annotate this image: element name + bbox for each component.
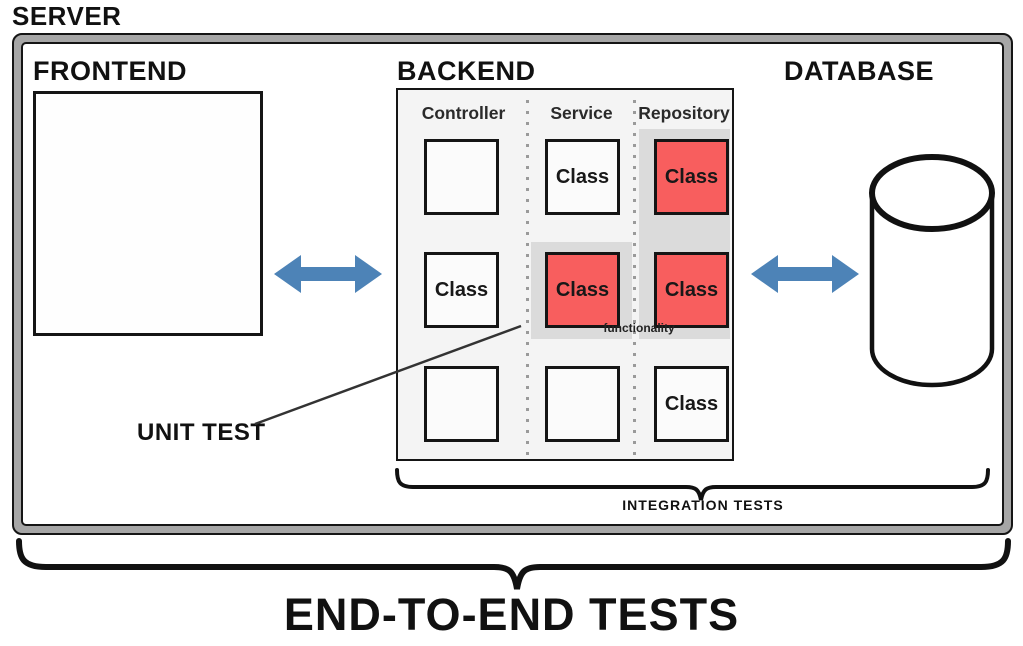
backend-title: BACKEND bbox=[397, 56, 536, 86]
class-box: Class bbox=[545, 252, 620, 328]
backend-panel: Controller Service Repository Class Clas… bbox=[396, 88, 734, 461]
integration-tests-label: INTEGRATION TESTS bbox=[622, 497, 784, 513]
end-to-end-tests-brace bbox=[16, 538, 1011, 590]
functionality-label: functionality bbox=[603, 321, 675, 335]
class-box: Class bbox=[654, 366, 729, 442]
class-box: Class bbox=[545, 139, 620, 215]
database-title: DATABASE bbox=[784, 56, 934, 86]
frontend-box bbox=[33, 91, 263, 336]
class-box: Class bbox=[654, 139, 729, 215]
server-title: SERVER bbox=[12, 1, 122, 31]
column-divider-dotted bbox=[633, 100, 636, 458]
end-to-end-tests-label: END-TO-END TESTS bbox=[283, 589, 740, 640]
frontend-title: FRONTEND bbox=[33, 56, 187, 86]
class-box bbox=[545, 366, 620, 442]
column-divider-dotted bbox=[526, 100, 529, 458]
class-box bbox=[424, 139, 499, 215]
column-header-controller: Controller bbox=[421, 103, 506, 123]
column-header-repository: Repository bbox=[638, 103, 730, 123]
unit-test-label: UNIT TEST bbox=[137, 419, 266, 446]
class-box: Class bbox=[424, 252, 499, 328]
class-box: Class bbox=[654, 252, 729, 328]
class-box bbox=[424, 366, 499, 442]
column-header-service: Service bbox=[550, 103, 613, 123]
